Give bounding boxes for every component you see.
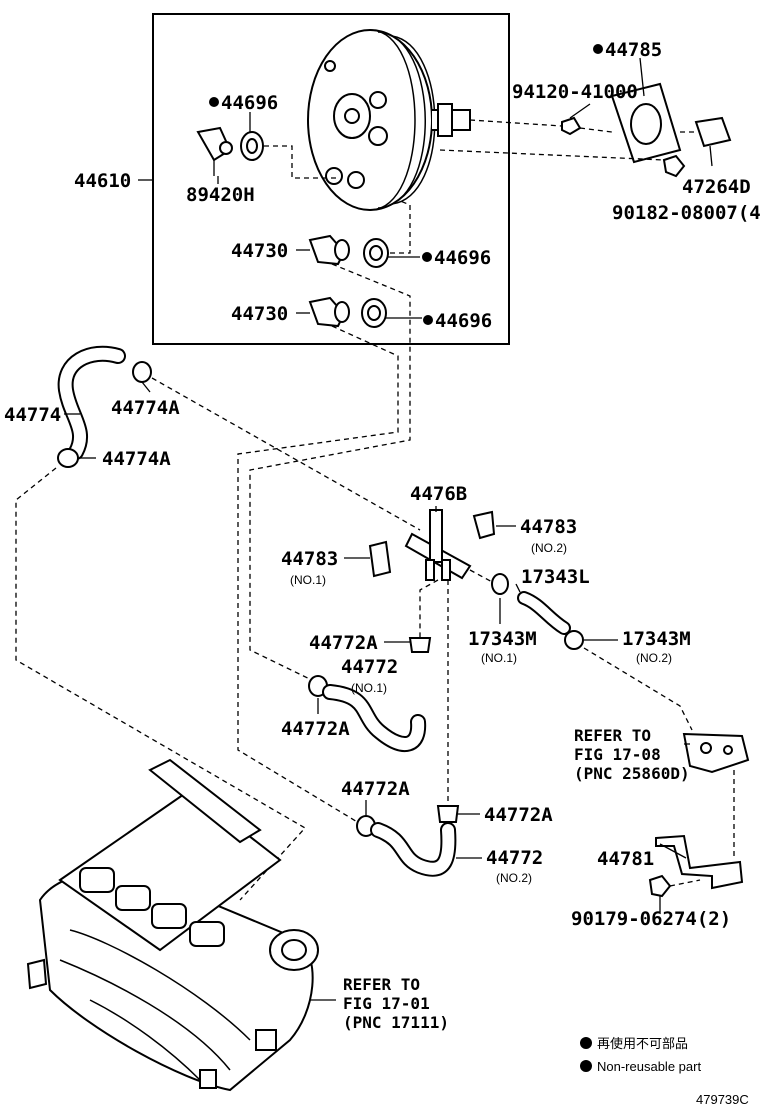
label-44772a-4: 44772A <box>484 804 553 826</box>
label-89420h: 89420H <box>186 184 255 206</box>
hose-44774-part <box>57 345 126 460</box>
clamp-44772a-1-part <box>408 637 432 653</box>
label-44696-mid: 44696 <box>434 247 491 269</box>
union-44730-lower-part <box>308 296 350 328</box>
label-44772-no1: 44772 <box>341 656 398 678</box>
label-44774a-upper: 44774A <box>111 397 180 419</box>
nut-90182-part <box>662 154 686 178</box>
label-17343m-no2-sub: (NO.2) <box>636 651 672 665</box>
label-44730-upper: 44730 <box>231 240 288 262</box>
hose-17343l-part <box>517 591 571 635</box>
clamp-44772a-4-part <box>436 805 460 823</box>
label-44772a-2: 44772A <box>281 718 350 740</box>
label-90182-08007: 90182-08007(4) <box>612 202 760 224</box>
nut-94120-part <box>561 116 582 136</box>
legend-text-en: Non-reusable part <box>597 1059 701 1074</box>
label-44772a-1: 44772A <box>309 632 378 654</box>
hose-44772-no2-part <box>370 822 457 877</box>
svg-text:REFER TO: REFER TO <box>343 975 420 994</box>
label-44781: 44781 <box>597 848 654 870</box>
check-valve-89420h-part <box>196 126 233 176</box>
svg-text:FIG 17-01: FIG 17-01 <box>343 994 430 1013</box>
grommet-44696-low-part <box>361 298 387 328</box>
union-44730-upper-part <box>308 234 350 266</box>
clamp-17343m-no1-part <box>491 573 509 595</box>
label-94120-41000: 94120-41000 <box>512 81 638 103</box>
ref-note-fig-17-01: REFER TO FIG 17-01 (PNC 17111) <box>343 975 449 1032</box>
grommet-44696-mid-part <box>363 238 389 268</box>
label-17343l: 17343L <box>521 566 590 588</box>
label-44772-no2: 44772 <box>486 847 543 869</box>
label-44785: 44785 <box>605 39 662 61</box>
label-44772-no1-sub: (NO.1) <box>351 681 387 695</box>
legend: 再使用不可部品 Non-reusable part <box>580 1036 701 1074</box>
clamp-44774a-upper-part <box>132 361 152 383</box>
nonreusable-dot-44696-top <box>209 97 219 107</box>
nonreusable-dot-44785 <box>593 44 603 54</box>
label-4476b: 4476B <box>410 483 467 505</box>
label-44774: 44774 <box>4 404 61 426</box>
label-44696-low: 44696 <box>435 310 492 332</box>
label-17343m-no1: 17343M <box>468 628 537 650</box>
legend-dot-en <box>580 1060 592 1072</box>
label-17343m-no2: 17343M <box>622 628 691 650</box>
label-44774a-lower: 44774A <box>102 448 171 470</box>
label-44783-no2: 44783 <box>520 516 577 538</box>
bolt-90179-part <box>648 874 672 912</box>
label-44783-no1-sub: (NO.1) <box>290 573 326 587</box>
ref-note-fig-17-08: REFER TO FIG 17-08 (PNC 25860D) <box>574 726 690 783</box>
label-44696-top: 44696 <box>221 92 278 114</box>
label-44783-no1: 44783 <box>281 548 338 570</box>
clevis-47264d-part <box>694 116 732 167</box>
label-44730-lower: 44730 <box>231 303 288 325</box>
label-44772a-3: 44772A <box>341 778 410 800</box>
svg-text:(PNC 25860D): (PNC 25860D) <box>574 764 690 783</box>
label-44610: 44610 <box>74 170 131 192</box>
hose-44772-no1-part <box>322 684 427 752</box>
label-44783-no2-sub: (NO.2) <box>531 541 567 555</box>
union-4476b-part <box>404 509 472 581</box>
vacuum-pump-bracket-part <box>682 732 750 774</box>
clip-44783-no1-part <box>368 540 392 578</box>
clamp-17343m-no2-part <box>564 630 584 650</box>
label-90179-06274: 90179-06274(2) <box>571 908 731 930</box>
legend-text-jp: 再使用不可部品 <box>597 1036 688 1051</box>
clamp-44774a-lower-part <box>57 448 79 468</box>
svg-text:FIG 17-08: FIG 17-08 <box>574 745 661 764</box>
brake-booster-part <box>307 29 471 211</box>
legend-dot-jp <box>580 1037 592 1049</box>
label-47264d: 47264D <box>682 176 751 198</box>
clip-44783-no2-part <box>472 510 496 540</box>
svg-text:REFER TO: REFER TO <box>574 726 651 745</box>
gasket-44785-part <box>610 82 682 164</box>
svg-text:(PNC 17111): (PNC 17111) <box>343 1013 449 1032</box>
grommet-44696-top-part <box>240 131 264 161</box>
booster-assembly-box <box>152 13 510 345</box>
bracket-44781-part <box>655 834 744 890</box>
nonreusable-dot-44696-low <box>423 315 433 325</box>
label-44772-no2-sub: (NO.2) <box>496 871 532 885</box>
nonreusable-dot-44696-mid <box>422 252 432 262</box>
image-number: 479739C <box>696 1092 749 1107</box>
leader-lines <box>64 57 690 1001</box>
intake-manifold-part <box>26 758 319 1092</box>
label-17343m-no1-sub: (NO.1) <box>481 651 517 665</box>
